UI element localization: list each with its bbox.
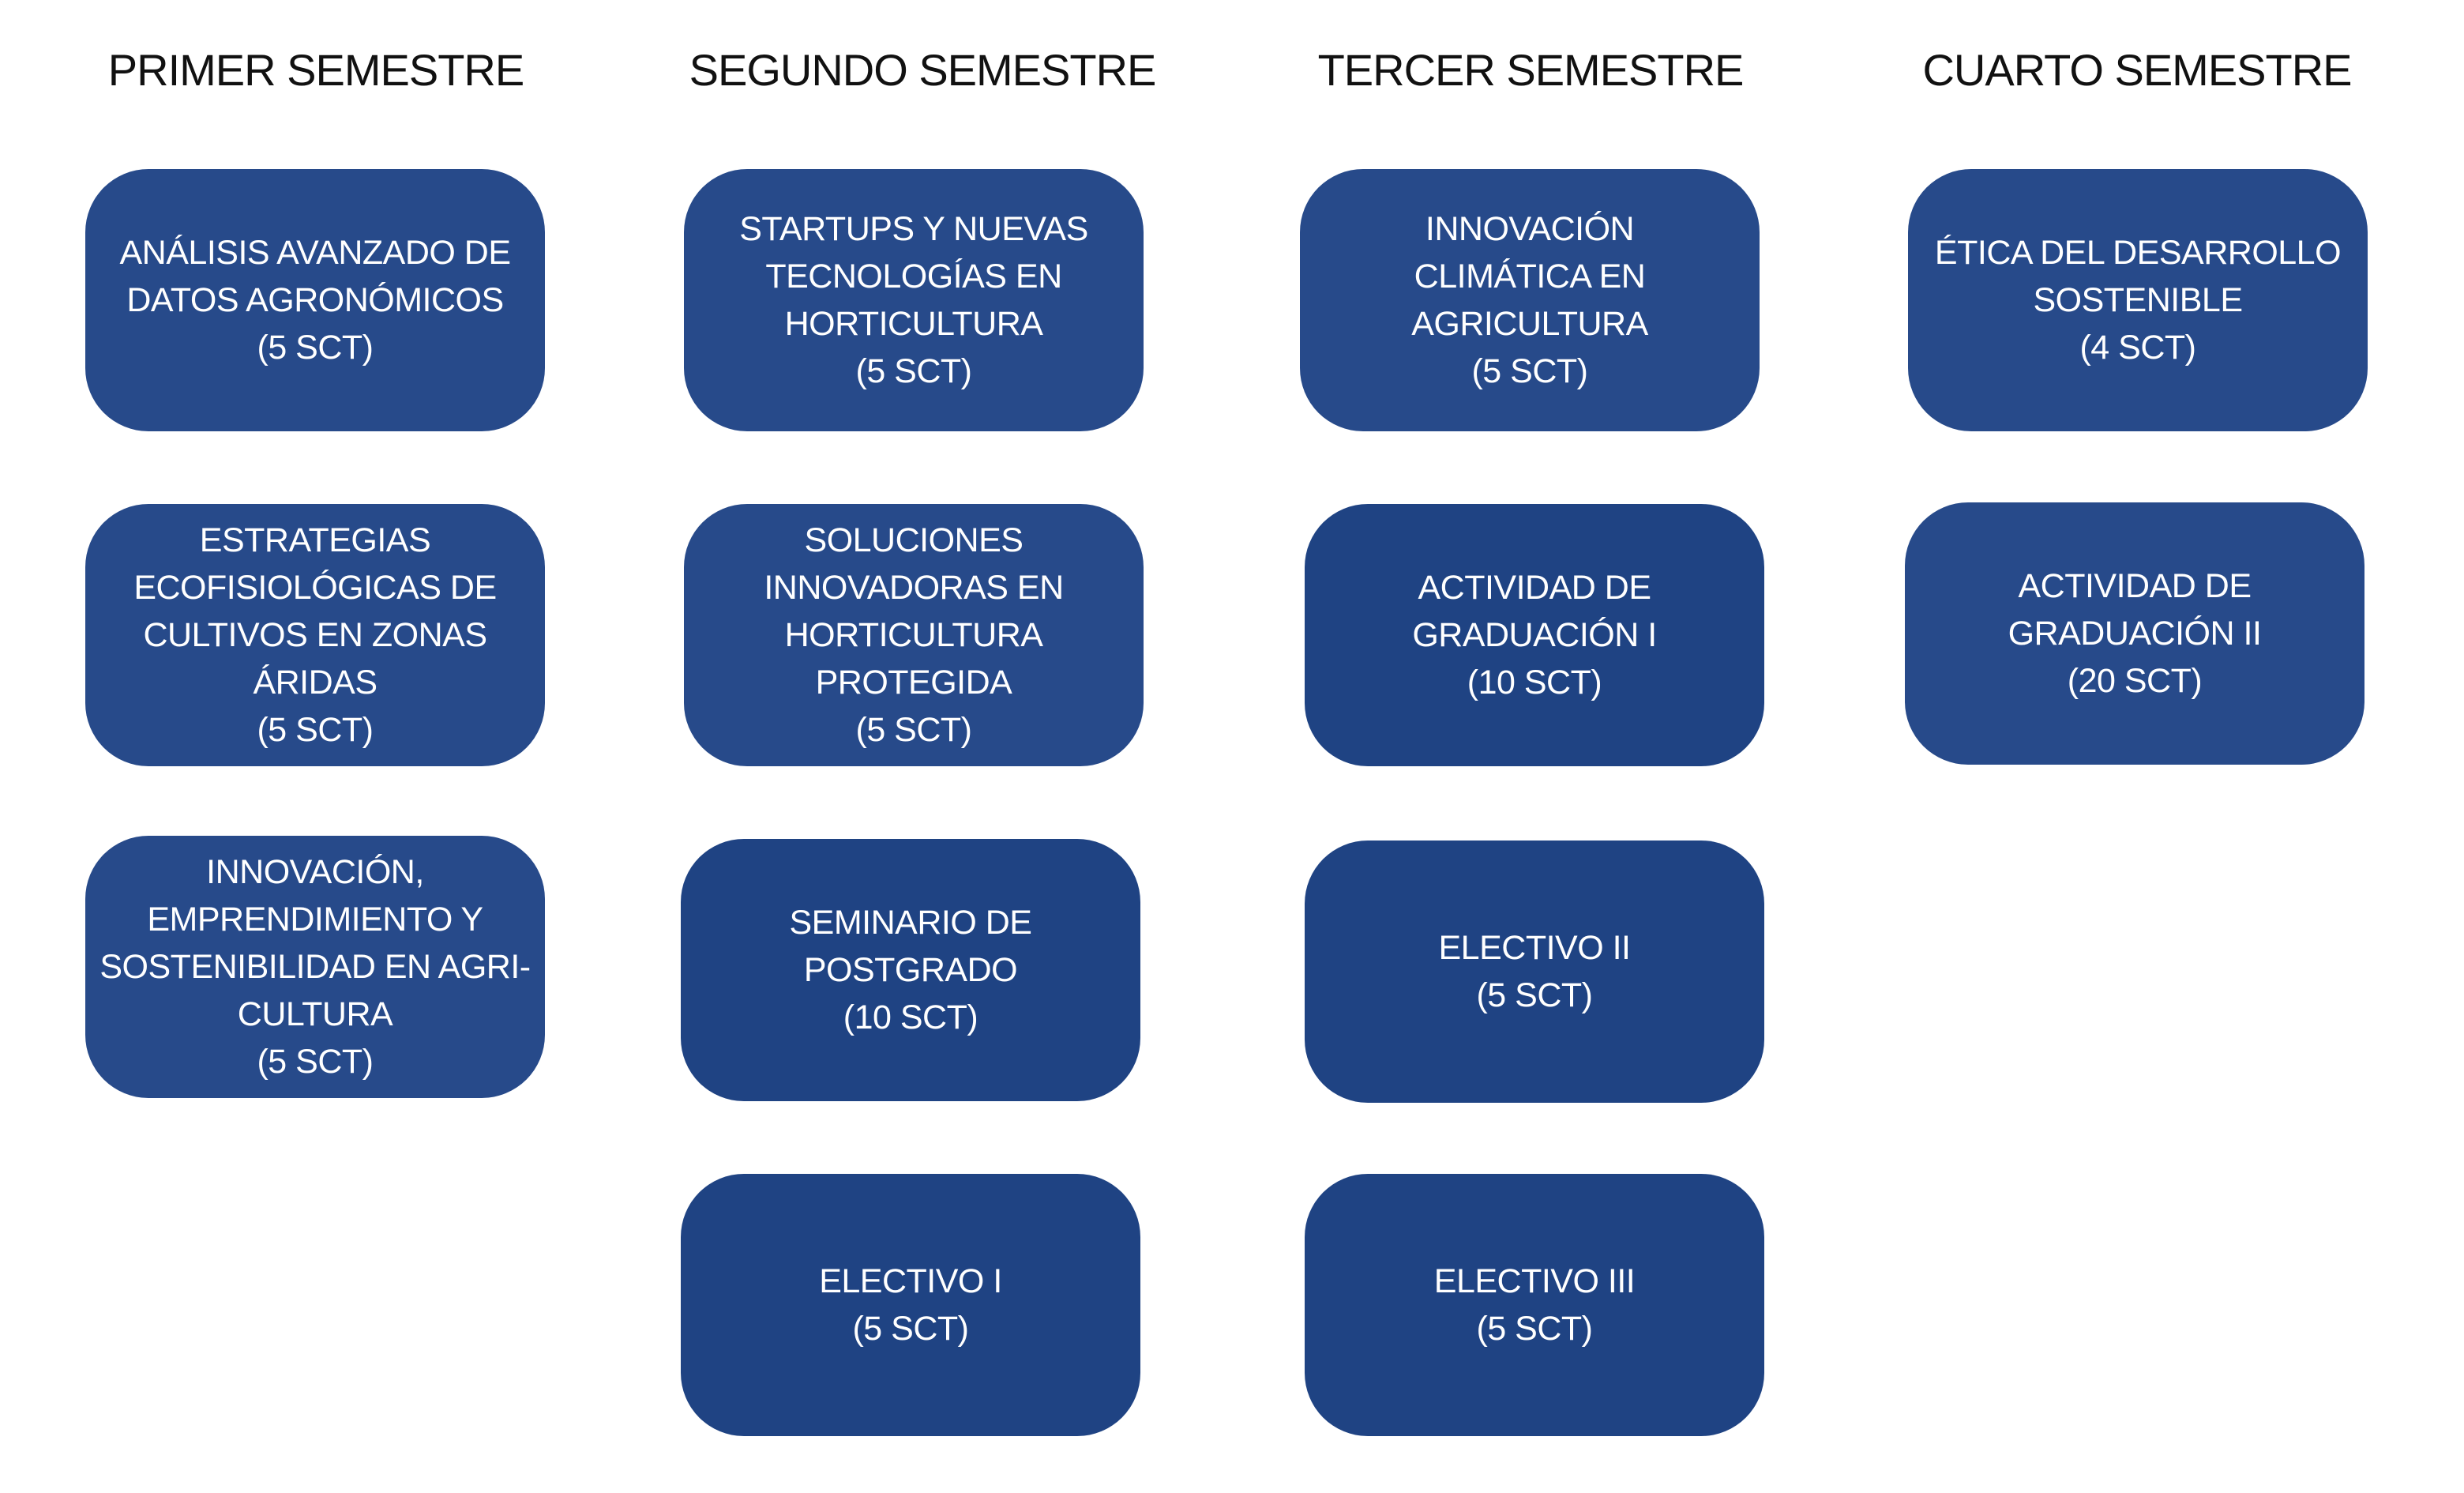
course-card: INNOVACIÓN CLIMÁTICA EN AGRICULTURA (5 S… — [1300, 169, 1760, 431]
course-label: ÉTICA DEL DESARROLLO SOSTENIBLE (4 SCT) — [1934, 234, 2342, 367]
course-card: INNOVACIÓN, EMPRENDIMIENTO Y SOSTENIBILI… — [85, 836, 545, 1098]
course-card: SOLUCIONES INNOVADORAS EN HORTICULTURA P… — [684, 504, 1144, 766]
course-card: ANÁLISIS AVANZADO DE DATOS AGRONÓMICOS (… — [85, 169, 545, 431]
course-label: SEMINARIO DE POSTGRADO (10 SCT) — [789, 904, 1033, 1036]
course-card: ELECTIVO II (5 SCT) — [1305, 841, 1764, 1103]
course-card: ELECTIVO III (5 SCT) — [1305, 1174, 1764, 1436]
course-card: SEMINARIO DE POSTGRADO (10 SCT) — [681, 839, 1140, 1101]
semester-3-heading: TERCER SEMESTRE — [1317, 45, 1745, 95]
semester-4-heading: CUARTO SEMESTRE — [1922, 45, 2352, 95]
course-label: SOLUCIONES INNOVADORAS EN HORTICULTURA P… — [764, 521, 1064, 749]
course-card: ÉTICA DEL DESARROLLO SOSTENIBLE (4 SCT) — [1908, 169, 2368, 431]
semester-2-heading: SEGUNDO SEMESTRE — [689, 45, 1157, 95]
course-label: INNOVACIÓN, EMPRENDIMIENTO Y SOSTENIBILI… — [100, 853, 531, 1081]
semester-1-heading: PRIMER SEMESTRE — [107, 45, 524, 95]
course-label: ELECTIVO I (5 SCT) — [819, 1262, 1002, 1348]
course-card: STARTUPS Y NUEVAS TECNOLOGÍAS EN HORTICU… — [684, 169, 1144, 431]
course-label: STARTUPS Y NUEVAS TECNOLOGÍAS EN HORTICU… — [739, 210, 1088, 390]
course-label: ACTIVIDAD DE GRADUACIÓN I (10 SCT) — [1412, 569, 1657, 701]
course-label: INNOVACIÓN CLIMÁTICA EN AGRICULTURA (5 S… — [1411, 210, 1648, 390]
course-label: ANÁLISIS AVANZADO DE DATOS AGRONÓMICOS (… — [119, 234, 512, 367]
course-label: ELECTIVO II (5 SCT) — [1438, 929, 1631, 1014]
course-card: ACTIVIDAD DE GRADUACIÓN II (20 SCT) — [1905, 502, 2364, 765]
course-label: ACTIVIDAD DE GRADUACIÓN II (20 SCT) — [2008, 567, 2262, 700]
course-card: ESTRATEGIAS ECOFISIOLÓGICAS DE CULTIVOS … — [85, 504, 545, 766]
course-card: ELECTIVO I (5 SCT) — [681, 1174, 1140, 1436]
course-label: ELECTIVO III (5 SCT) — [1433, 1262, 1636, 1348]
course-card: ACTIVIDAD DE GRADUACIÓN I (10 SCT) — [1305, 504, 1764, 766]
course-label: ESTRATEGIAS ECOFISIOLÓGICAS DE CULTIVOS … — [133, 521, 497, 749]
